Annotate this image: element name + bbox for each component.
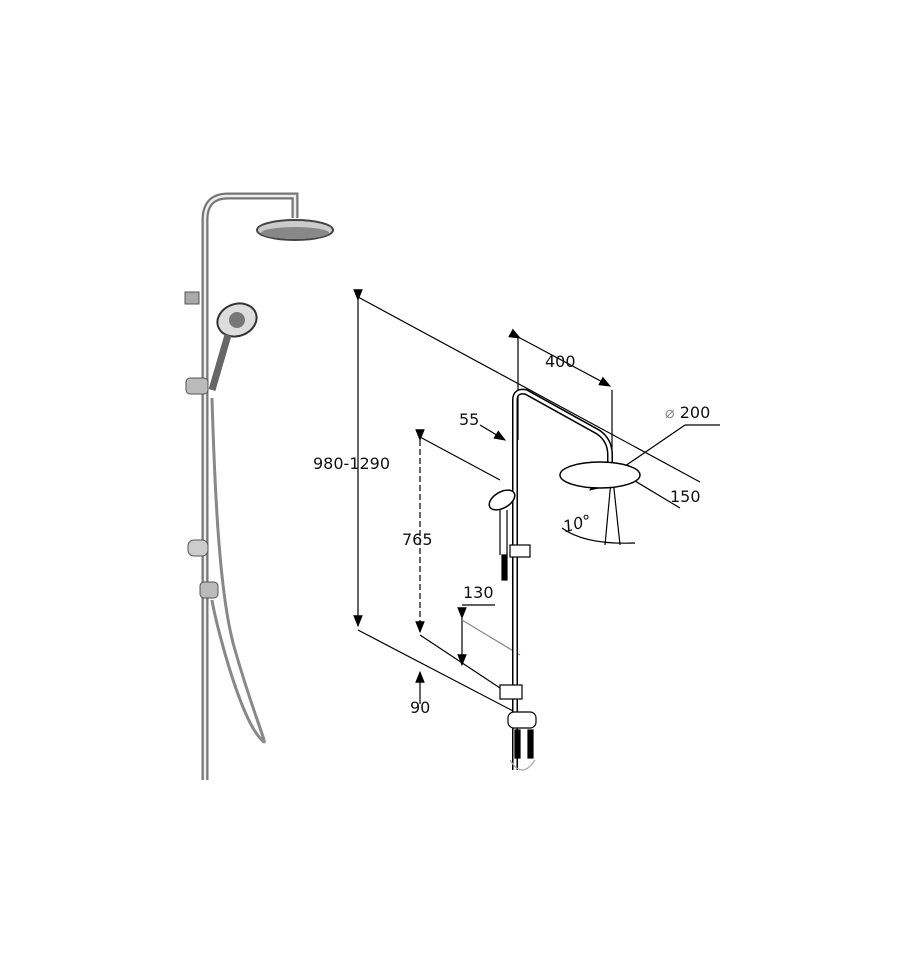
head-drawing xyxy=(559,461,641,489)
shower-photo xyxy=(184,192,334,780)
technical-drawing xyxy=(353,289,720,771)
dim-total-height: 980-1290 xyxy=(313,454,391,473)
dim-head-depth: 150 xyxy=(670,487,701,506)
dim-rail-offset: 55 xyxy=(459,410,480,429)
dim-holder-height: 130 xyxy=(463,583,494,602)
dim-bottom-offset: 90 xyxy=(410,698,431,717)
diameter-symbol: ⌀ xyxy=(665,403,675,422)
head-diameter-value: 200 xyxy=(679,403,711,422)
dim-hand-shower-height: 765 xyxy=(402,530,433,549)
dim-head-diameter: ⌀ 200 xyxy=(665,403,710,422)
dim-arm-length: 400 xyxy=(545,352,576,371)
